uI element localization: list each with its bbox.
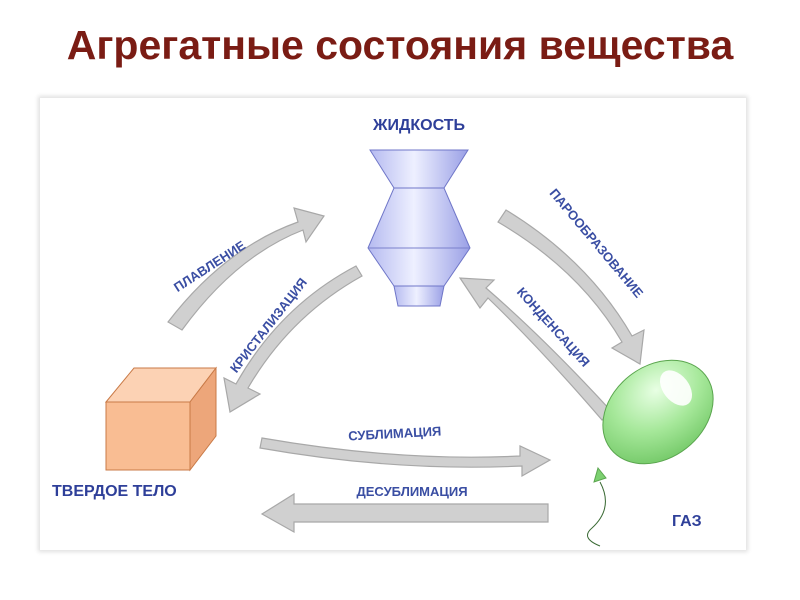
desublimation-arrow bbox=[262, 494, 548, 532]
cube-icon bbox=[106, 368, 216, 470]
states-diagram: ЖИДКОСТЬ ТВЕРДОЕ ТЕЛО ГАЗ ПЛАВЛЕНИЕ КРИС… bbox=[40, 98, 746, 550]
page-title: Агрегатные состояния вещества bbox=[0, 14, 800, 76]
diagram-card: ЖИДКОСТЬ ТВЕРДОЕ ТЕЛО ГАЗ ПЛАВЛЕНИЕ КРИС… bbox=[40, 98, 746, 550]
vaporization-label: ПАРООБРАЗОВАНИЕ bbox=[547, 186, 647, 301]
liquid-label: ЖИДКОСТЬ bbox=[372, 117, 465, 134]
solid-label: ТВЕРДОЕ ТЕЛО bbox=[52, 483, 177, 500]
sublimation-arrow bbox=[260, 438, 550, 476]
crystallization-label: КРИСТАЛИЗАЦИЯ bbox=[227, 275, 310, 376]
gas-label: ГАЗ bbox=[672, 513, 702, 530]
sublimation-label: СУБЛИМАЦИЯ bbox=[348, 424, 442, 444]
balloon-icon bbox=[582, 339, 733, 546]
desublimation-label: ДЕСУБЛИМАЦИЯ bbox=[356, 484, 467, 499]
vase-icon bbox=[368, 150, 470, 306]
